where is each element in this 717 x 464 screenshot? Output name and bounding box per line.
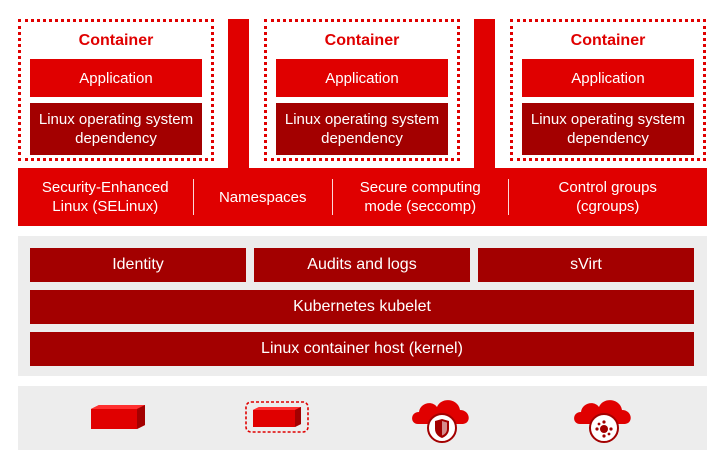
- os-dependency-box: Linux operating system dependency: [522, 103, 694, 155]
- os-dependency-box: Linux operating system dependency: [30, 103, 202, 155]
- kernel-bar: Linux container host (kernel): [30, 332, 694, 366]
- container-title: Container: [78, 32, 154, 49]
- container-group-2: Container Application Linux operating sy…: [264, 19, 460, 161]
- virtual-server-icon: [245, 401, 309, 433]
- cgroups-label: Control groups (cgroups): [558, 179, 657, 215]
- audits-logs-bar: Audits and logs: [254, 248, 470, 282]
- application-box: Application: [522, 59, 694, 97]
- container-group-1: Container Application Linux operating sy…: [18, 19, 214, 161]
- connector-pillar: [474, 19, 495, 169]
- security-layer-bar: Security-Enhanced Linux (SELinux) Namesp…: [18, 168, 707, 226]
- divider: [192, 179, 194, 215]
- private-cloud-icon: [412, 400, 469, 443]
- namespaces-label: Namespaces: [218, 188, 307, 206]
- server-icon: [91, 405, 145, 429]
- container-title: Container: [570, 32, 646, 49]
- divider: [507, 179, 509, 215]
- selinux-label: Security-Enhanced Linux (SELinux): [41, 179, 169, 215]
- identity-bar: Identity: [30, 248, 246, 282]
- public-cloud-icon: [574, 400, 631, 443]
- application-box: Application: [30, 59, 202, 97]
- svirt-bar: sVirt: [478, 248, 694, 282]
- seccomp-label: Secure computing mode (seccomp): [359, 179, 481, 215]
- container-title: Container: [324, 32, 400, 49]
- host-panel: Identity Audits and logs sVirt Kubernete…: [18, 236, 707, 376]
- divider: [332, 179, 333, 215]
- container-group-3: Container Application Linux operating sy…: [510, 19, 706, 161]
- connector-pillar: [228, 19, 249, 169]
- os-dependency-box: Linux operating system dependency: [276, 103, 448, 155]
- infrastructure-icons-panel: [18, 386, 707, 450]
- kubelet-bar: Kubernetes kubelet: [30, 290, 694, 324]
- application-box: Application: [276, 59, 448, 97]
